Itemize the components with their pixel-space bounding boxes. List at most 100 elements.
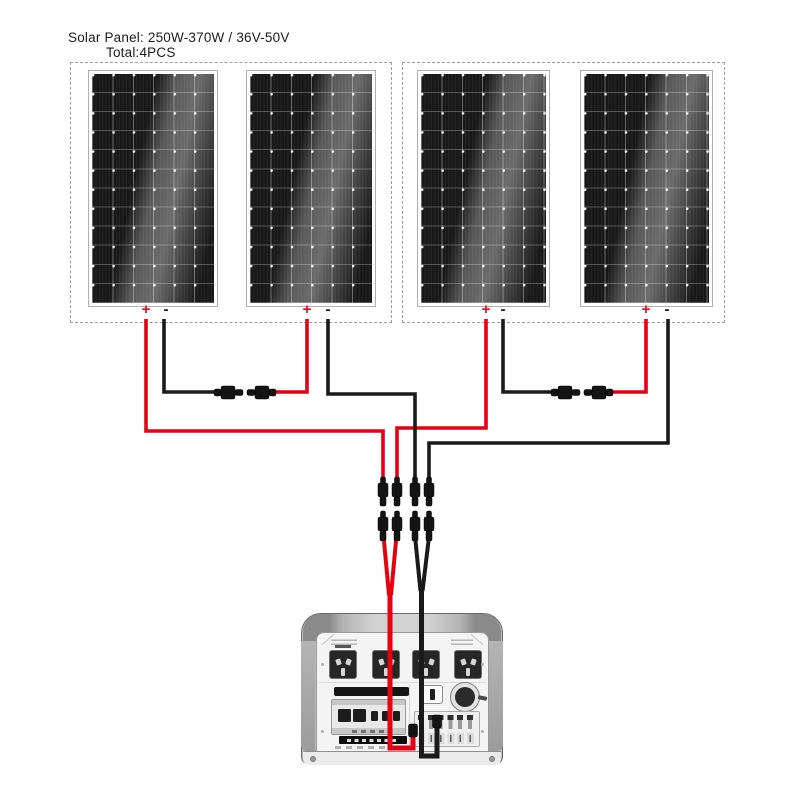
outlet-hole [384,668,388,676]
pv4-negative-wire [427,319,670,477]
mc4-male-2 [393,496,401,507]
terminal-minus-panel-4: - [664,301,670,318]
io-terminal-block [414,711,480,747]
pv2-negative-wire [326,319,417,477]
panel-cells [92,74,214,303]
series-link-left-positive [273,319,309,394]
mc4-male-2 [391,482,403,498]
mc4-connector [550,388,559,397]
diagram-subtitle: Total:4PCS [106,45,176,60]
info-label-text [347,738,399,742]
mc4-male-3 [411,496,419,507]
mc4-connector [571,389,581,396]
breaker-module [331,699,406,735]
screw [321,730,324,733]
station-right-pillar [489,641,503,751]
y-branch-inputs [377,510,435,542]
solar-panel-2 [246,70,376,307]
positive-branch-wire [389,540,398,596]
terminal-ports-row [418,733,476,744]
panel-group-2 [402,62,725,323]
mc4-connector [246,389,256,396]
terminal-minus-panel-3: - [500,301,506,318]
terminal-plus-panel-4: + [641,301,651,318]
outlet-hole [388,658,395,666]
terminal-bodies-row [419,720,477,729]
negative-wires [162,319,670,477]
mc4-connector [268,388,277,397]
knob-lever [477,695,488,701]
knob-dial [455,687,475,707]
series-connector-pair-left [213,385,277,400]
toggle-bar [430,689,435,700]
y-branch-input-4 [425,530,433,542]
outlet-hole [428,658,435,666]
mc4-connector [234,389,244,396]
terminal-port-marks [418,735,476,742]
terminal-caps-row [418,715,476,720]
panel-seam [409,685,410,747]
breaker-switch [353,709,366,722]
diagram-title: Solar Panel: 250W-370W / 36V-50V [68,30,290,45]
breaker-switch [371,711,378,721]
ac-outlet-3 [412,650,440,679]
station-left-pillar [301,641,315,751]
outlet-hole [470,658,477,666]
power-toggle [420,685,443,704]
control-knob [450,682,488,712]
mc4-male-4 [423,482,435,498]
info-label-bar [339,736,407,744]
y-branch-input-2 [394,510,400,519]
mc4-connector [591,385,607,400]
breaker-top-band [332,700,405,705]
mc4-connector [605,388,614,397]
outlet-hole [466,668,470,676]
mc4-connector [557,385,573,400]
mc4-male-2 [394,476,400,485]
station-front-panel [316,632,489,753]
ac-outlet-1 [329,650,357,679]
mc4-connector [254,385,270,400]
ac-outlet-2 [372,650,400,679]
mc4-male-4 [426,476,432,485]
mc4-male-connectors [377,476,435,507]
series-link-right-positive [610,319,648,394]
outlet-hole [335,658,342,666]
solar-panel-4 [580,70,713,307]
outlet-hole [460,658,467,666]
negative-branch-wire [420,540,431,592]
y-branch-input-1 [379,530,387,542]
pv1-negative-wire [162,319,218,394]
spec-text-row [335,745,407,749]
panel-group-1 [70,62,392,323]
mc4-male-1 [379,496,387,507]
terminal-plus-panel-2: + [302,301,312,318]
positive-wires [144,319,648,477]
positive-branch-wire [382,540,391,596]
station-bottom-trim [303,751,501,765]
mc4-connector [220,385,236,400]
terminal-minus-panel-2: - [325,301,331,318]
negative-branch-wire [413,540,423,592]
solar-panel-3 [417,70,550,307]
screw [489,756,495,762]
outlet-hole [378,658,385,666]
breaker-switch [393,711,400,721]
brand-label-bar [335,645,351,648]
pv3-positive-wire [395,319,488,477]
outlet-hole [345,658,352,666]
brand-label [331,638,357,645]
mc4-connector [213,388,222,397]
mc4-connector [583,389,593,396]
y-branch-input-3 [411,530,419,542]
screw [481,730,484,733]
series-connector-pair-right [550,385,614,400]
breaker-bottom-band [332,728,405,734]
pv1-positive-wire [144,319,385,477]
outlet-hole [341,668,345,676]
mc4-male-1 [377,482,389,498]
outlet-hole [424,668,428,676]
solar-panel-1 [88,70,218,307]
screw [481,663,484,666]
